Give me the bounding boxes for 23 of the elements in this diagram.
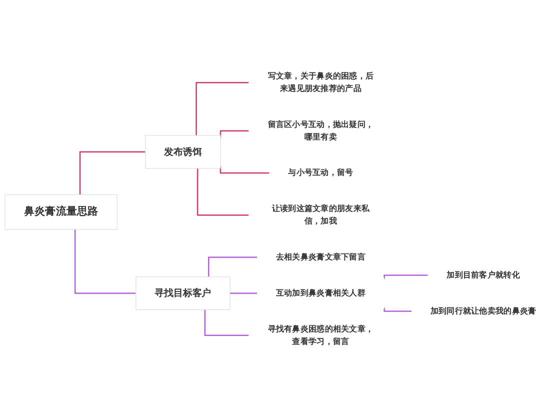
connector <box>79 151 146 195</box>
node-text: 让读到这篇文章的朋友来私信，加我 <box>272 204 370 226</box>
node-text: 留言区小号互动，抛出疑问，哪里有卖 <box>268 120 374 142</box>
connector <box>220 130 249 138</box>
node-text: 加到目前客户就转化 <box>446 270 520 280</box>
connector <box>220 166 270 174</box>
connector <box>208 256 258 277</box>
connector <box>196 168 249 216</box>
connector <box>196 82 249 136</box>
node-box: 寻找目标客户 <box>136 276 230 310</box>
node-text: 互动加到鼻炎膏相关人群 <box>276 288 366 298</box>
node-box: 鼻炎膏流量思路 <box>4 194 118 230</box>
connector <box>384 274 428 280</box>
connector <box>204 310 249 336</box>
connector <box>74 229 136 294</box>
node-text: 加到同行就让他卖我的鼻炎膏 <box>430 306 536 316</box>
connector <box>229 292 258 294</box>
node-box: 发布诱饵 <box>145 135 221 169</box>
connector <box>384 307 412 312</box>
node-text: 去相关鼻炎膏文章下留言 <box>276 252 366 262</box>
node-text: 写文章，关于鼻炎的困惑，后来遇见朋友推荐的产品 <box>268 72 374 94</box>
node-text: 与小号互动，留号 <box>288 168 354 178</box>
node-text: 寻找有鼻炎困惑的相关文章，查看学习，留言 <box>268 324 374 346</box>
